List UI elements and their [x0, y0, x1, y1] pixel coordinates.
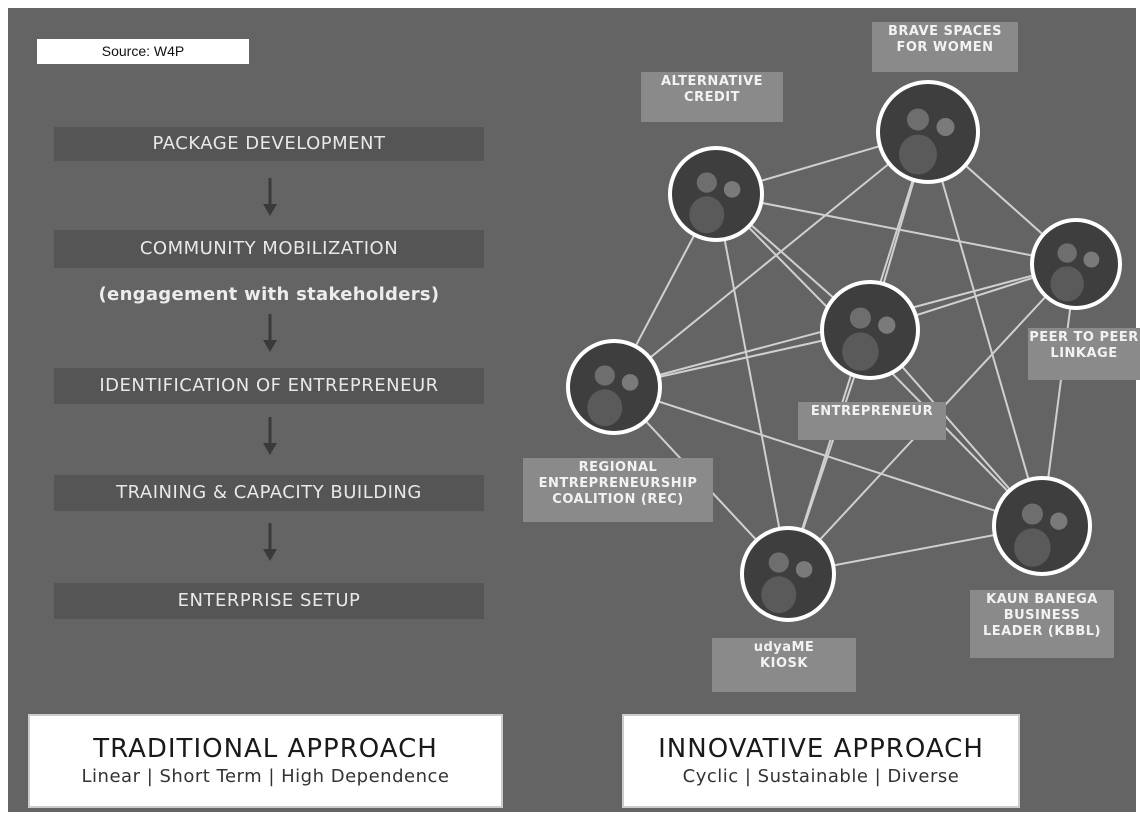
step-identification-of-entrepreneur: IDENTIFICATION OF ENTREPRENEUR: [54, 368, 484, 404]
node-label-line: PEER TO PEER: [1029, 330, 1139, 345]
node-label-line: ENTREPRENEURSHIP: [538, 476, 698, 491]
step-package-development: PACKAGE DEVELOPMENT: [54, 127, 484, 161]
network-diagram: [566, 80, 1122, 622]
node-label-line: KIOSK: [760, 656, 808, 671]
down-arrow-icon: [263, 523, 277, 561]
step-training-capacity-building: TRAINING & CAPACITY BUILDING: [54, 475, 484, 511]
node-kiosk-photo: [740, 526, 836, 622]
traditional-approach-subtitle: Linear | Short Term | High Dependence: [81, 766, 450, 787]
down-arrow-icon: [263, 417, 277, 455]
diagram-canvas: Source: W4P PACKAGE DEVELOPMENT COMMUNIT…: [8, 8, 1140, 812]
node-label-line: LINKAGE: [1050, 346, 1118, 361]
node-label-line: udyaME: [753, 640, 815, 655]
node-label-line: ENTREPRENEUR: [810, 404, 934, 419]
node-label-line: FOR WOMEN: [896, 40, 994, 55]
network-edge-rec-kbbl: [613, 386, 1043, 527]
node-label-line: KAUN BANEGA: [986, 592, 1098, 607]
innovative-approach-box: INNOVATIVE APPROACH Cyclic | Sustainable…: [622, 714, 1020, 808]
node-rec-photo: [566, 339, 662, 435]
node-label-line: ALTERNATIVE: [660, 74, 764, 89]
step-community-mobilization: COMMUNITY MOBILIZATION: [54, 230, 484, 268]
step-enterprise-setup: ENTERPRISE SETUP: [54, 583, 484, 619]
innovative-approach-title: INNOVATIVE APPROACH: [658, 734, 984, 764]
step-community-mobilization-note: (engagement with stakeholders): [98, 284, 440, 305]
node-peer-photo: [1030, 218, 1122, 310]
source-label: Source: W4P: [37, 39, 249, 64]
node-label-line: BRAVE SPACES: [887, 24, 1003, 39]
traditional-approach-title: TRADITIONAL APPROACH: [93, 734, 438, 764]
node-label-line: LEADER (KBBL): [983, 624, 1101, 639]
node-label-line: CREDIT: [684, 90, 740, 105]
down-arrow-icon: [263, 178, 277, 216]
traditional-approach-box: TRADITIONAL APPROACH Linear | Short Term…: [28, 714, 503, 808]
node-kbbl-photo: [992, 476, 1092, 576]
node-label-line: REGIONAL: [578, 460, 658, 475]
network-edge-credit-peer: [715, 193, 1077, 265]
network-edge-brave-kbbl: [927, 131, 1043, 527]
network-edge-credit-kiosk: [715, 193, 789, 575]
down-arrow-icon: [263, 314, 277, 352]
node-label-line: COALITION (REC): [552, 492, 684, 507]
network-edge-brave-rec: [613, 131, 929, 388]
node-brave-photo: [876, 80, 980, 184]
node-credit-photo: [668, 146, 764, 242]
innovative-approach-subtitle: Cyclic | Sustainable | Diverse: [682, 766, 960, 787]
node-entrepreneur-photo: [820, 280, 920, 380]
node-label-entrepreneur: ENTREPRENEUR: [798, 402, 946, 440]
node-label-line: BUSINESS: [1003, 608, 1081, 623]
